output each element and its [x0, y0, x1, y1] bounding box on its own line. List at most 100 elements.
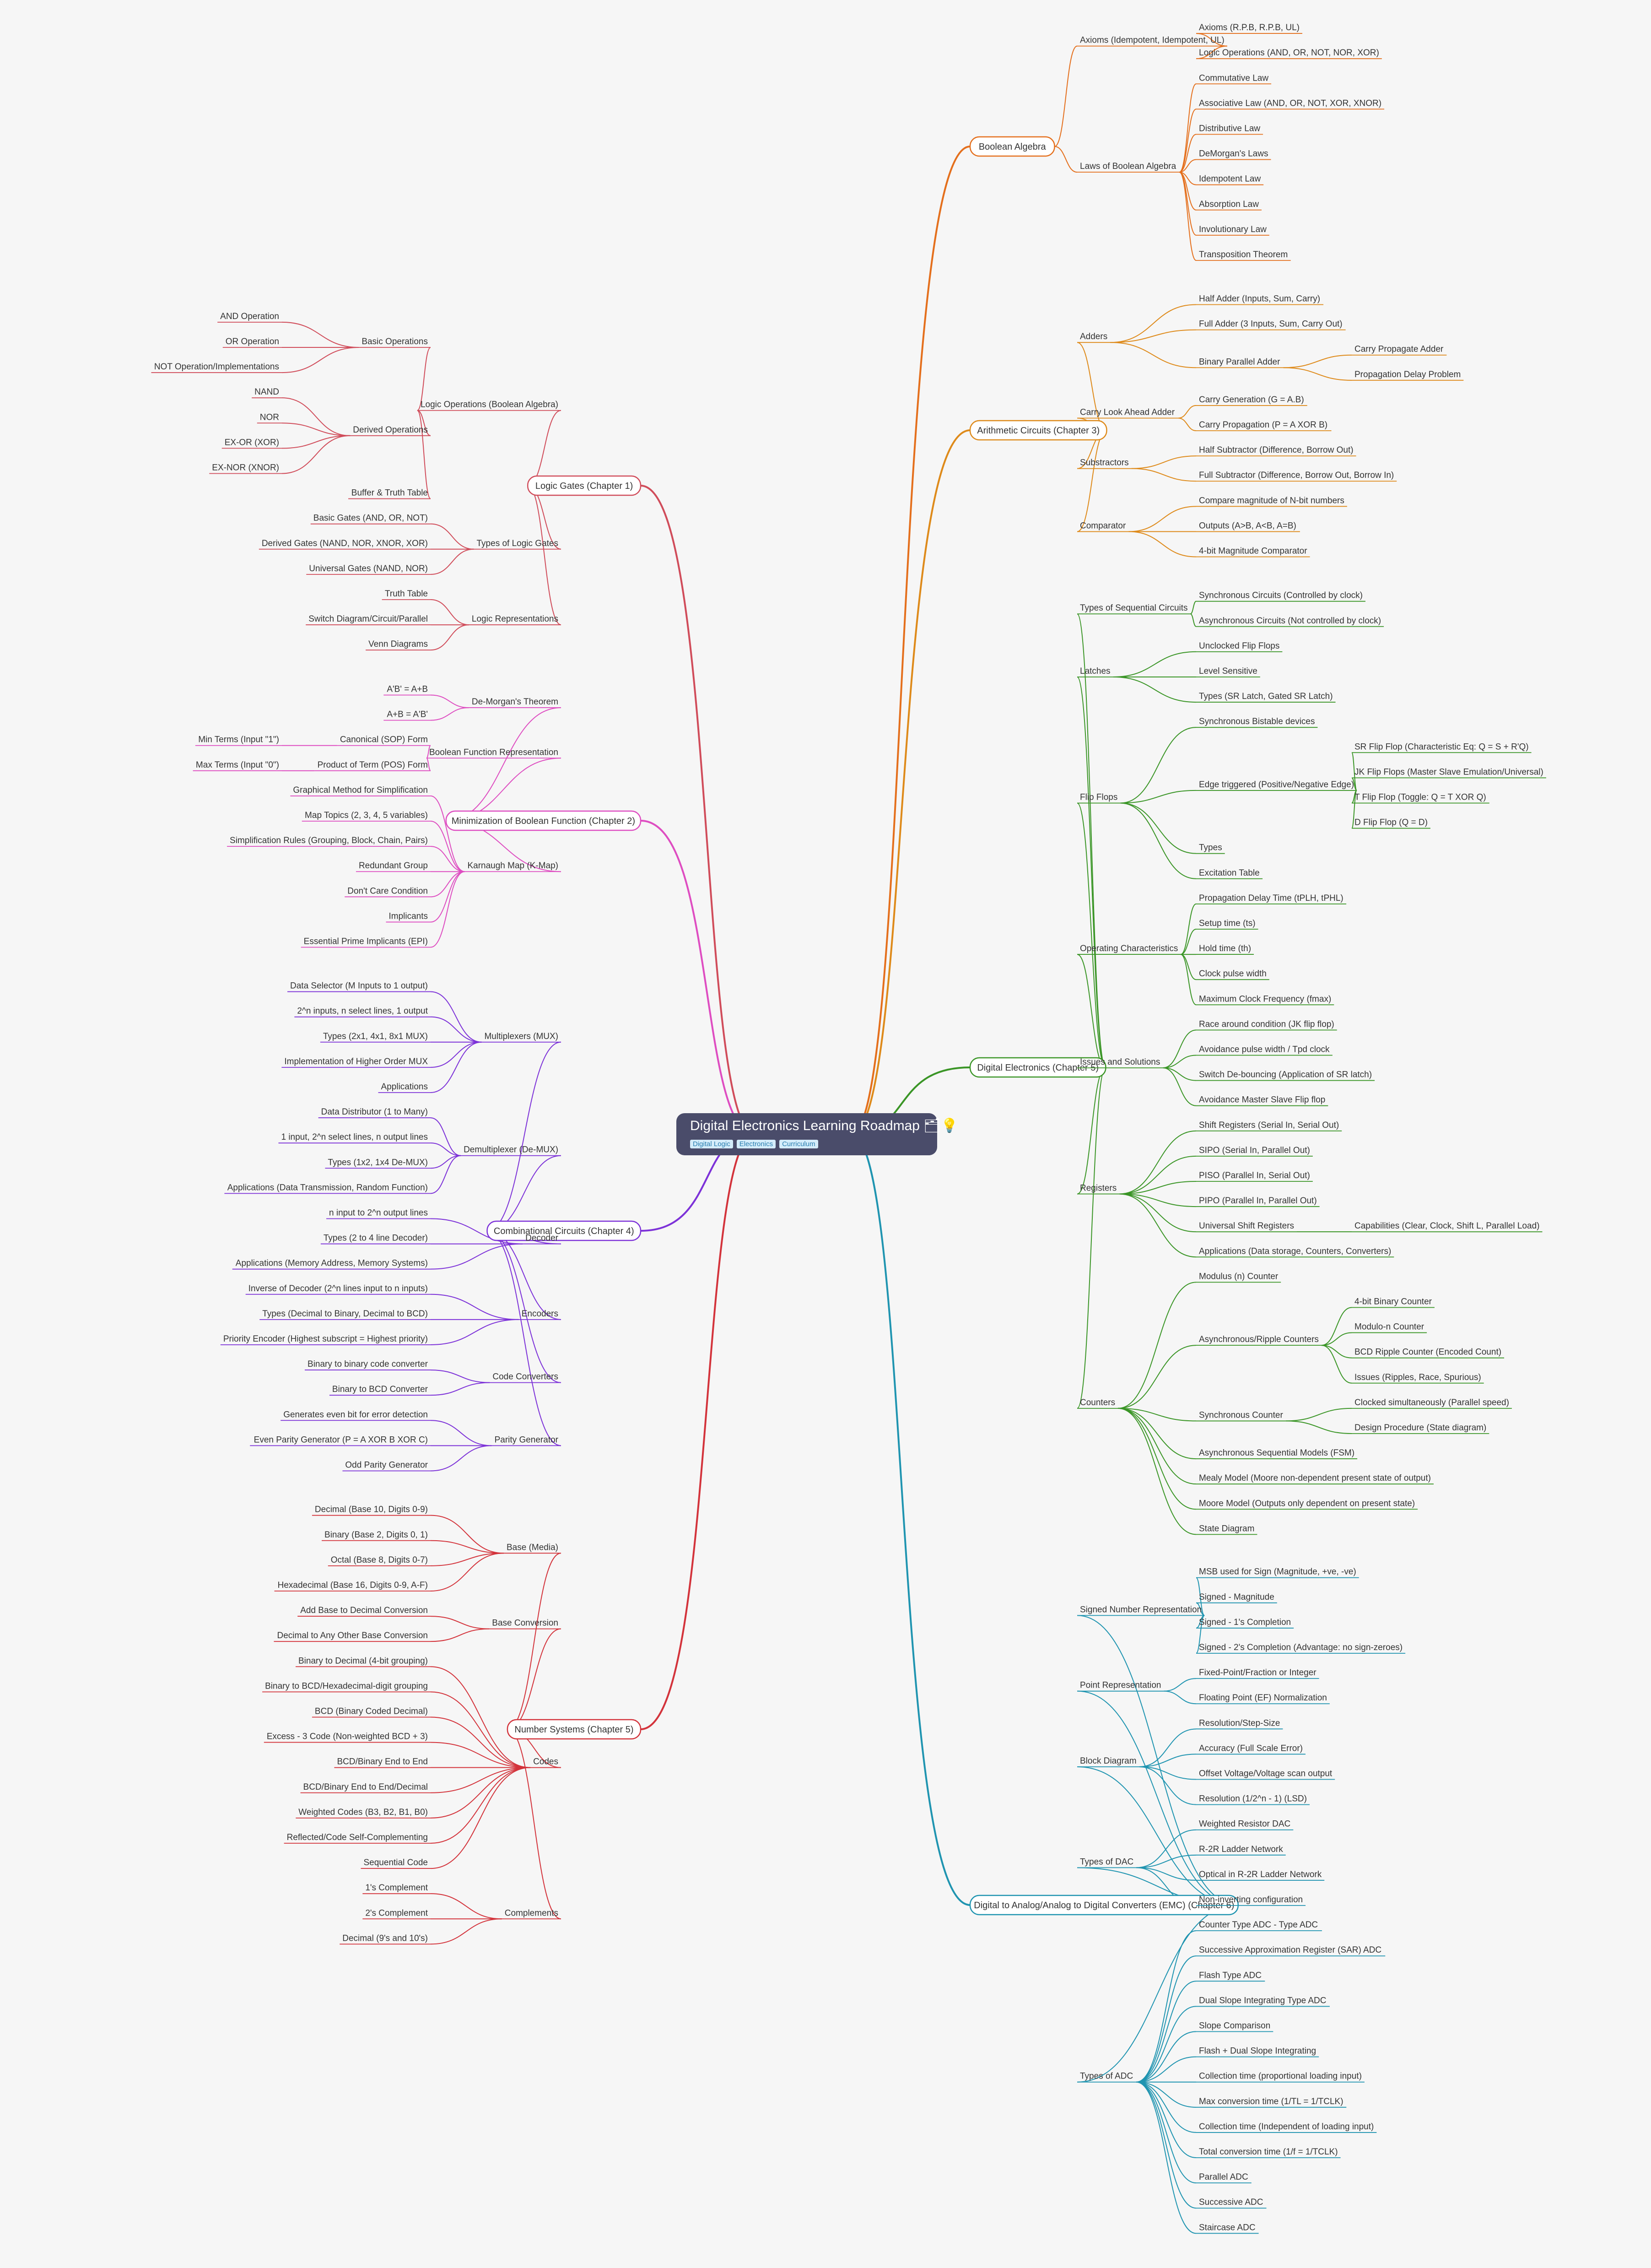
node-max-conversion-time-1-tl-1-tclk[interactable]: Max conversion time (1/TL = 1/TCLK)	[1199, 2097, 1343, 2106]
node-collection-time-independent-of-loading-i[interactable]: Collection time (Independent of loading …	[1199, 2122, 1374, 2132]
node-edge-triggered-positive-negative-edge[interactable]: Edge triggered (Positive/Negative Edge)	[1199, 780, 1354, 790]
node-axioms-r-p-b-r-p-b-ul[interactable]: Axioms (R.P.B, R.P.B, UL)	[1199, 23, 1300, 32]
node-carry-propagate-adder[interactable]: Carry Propagate Adder	[1354, 345, 1444, 354]
node-add-base-to-decimal-conversion[interactable]: Add Base to Decimal Conversion	[300, 1606, 428, 1615]
node-capabilities-clear-clock-shift-l-paralle[interactable]: Capabilities (Clear, Clock, Shift L, Par…	[1354, 1221, 1539, 1231]
node-pipo-parallel-in-parallel-out[interactable]: PIPO (Parallel In, Parallel Out)	[1199, 1196, 1317, 1206]
branch-box-logic-gates-chapter-1[interactable]	[527, 475, 642, 496]
node-outputs-a-b-a-b-a-b[interactable]: Outputs (A>B, A<B, A=B)	[1199, 521, 1296, 530]
node-parallel-adc[interactable]: Parallel ADC	[1199, 2172, 1248, 2182]
node-modulo-n-counter[interactable]: Modulo-n Counter	[1354, 1322, 1424, 1332]
node-applications-data-transmission-random-fu[interactable]: Applications (Data Transmission, Random …	[227, 1183, 428, 1192]
node-comparator[interactable]: Comparator	[1080, 521, 1126, 530]
node-types-of-adc[interactable]: Types of ADC	[1080, 2072, 1133, 2081]
node-synchronous-circuits-controlled-by-clock[interactable]: Synchronous Circuits (Controlled by cloc…	[1199, 591, 1363, 601]
node-collection-time-proportional-loading-inp[interactable]: Collection time (proportional loading in…	[1199, 2072, 1362, 2081]
node-asynchronous-circuits-not-controlled-by-[interactable]: Asynchronous Circuits (Not controlled by…	[1199, 616, 1381, 626]
node-associative-law-and-or-not-xor-xnor[interactable]: Associative Law (AND, OR, NOT, XOR, XNOR…	[1199, 98, 1381, 108]
node-excitation-table[interactable]: Excitation Table	[1199, 868, 1260, 878]
node-piso-parallel-in-serial-out[interactable]: PISO (Parallel In, Serial Out)	[1199, 1171, 1310, 1180]
node-decimal-9-s-and-10-s[interactable]: Decimal (9's and 10's)	[342, 1933, 428, 1943]
node-sr-flip-flop-characteristic-eq-q-s-r-q[interactable]: SR Flip Flop (Characteristic Eq: Q = S +…	[1354, 742, 1529, 752]
node-types-of-logic-gates[interactable]: Types of Logic Gates	[477, 539, 559, 548]
node-registers[interactable]: Registers	[1080, 1184, 1117, 1193]
node-flip-flops[interactable]: Flip Flops	[1080, 792, 1117, 802]
node-binary-base-2-digits-0-1[interactable]: Binary (Base 2, Digits 0, 1)	[324, 1530, 428, 1540]
node-types-of-dac[interactable]: Types of DAC	[1080, 1857, 1133, 1867]
node-demorgan-s-laws[interactable]: DeMorgan's Laws	[1199, 149, 1268, 159]
node-signed-number-representation[interactable]: Signed Number Representation	[1080, 1605, 1202, 1614]
node-venn-diagrams[interactable]: Venn Diagrams	[368, 639, 428, 649]
node-full-subtractor-difference-borrow-out-bo[interactable]: Full Subtractor (Difference, Borrow Out,…	[1199, 471, 1394, 480]
node-multiplexers-mux[interactable]: Multiplexers (MUX)	[484, 1032, 558, 1041]
node-odd-parity-generator[interactable]: Odd Parity Generator	[345, 1460, 428, 1470]
node-msb-used-for-sign-magnitude-ve-ve[interactable]: MSB used for Sign (Magnitude, +ve, -ve)	[1199, 1567, 1356, 1577]
branch-box-digital-electronics-chapter-5[interactable]	[969, 1057, 1106, 1078]
node-not-operation-implementations[interactable]: NOT Operation/Implementations	[154, 362, 279, 372]
node-involutionary-law[interactable]: Involutionary Law	[1199, 225, 1267, 234]
node-successive-approximation-register-sar-ad[interactable]: Successive Approximation Register (SAR) …	[1199, 1945, 1381, 1955]
node-or-operation[interactable]: OR Operation	[226, 337, 279, 346]
node-decimal-base-10-digits-0-9[interactable]: Decimal (Base 10, Digits 0-9)	[315, 1505, 428, 1515]
node-accuracy-full-scale-error[interactable]: Accuracy (Full Scale Error)	[1199, 1743, 1303, 1753]
node-don-t-care-condition[interactable]: Don't Care Condition	[347, 886, 428, 896]
node-redundant-group[interactable]: Redundant Group	[359, 861, 428, 871]
node-laws-of-boolean-algebra[interactable]: Laws of Boolean Algebra	[1080, 162, 1176, 171]
node-de-morgan-s-theorem[interactable]: De-Morgan's Theorem	[472, 697, 558, 707]
node-essential-prime-implicants-epi[interactable]: Essential Prime Implicants (EPI)	[304, 937, 428, 947]
node-substractors[interactable]: Substractors	[1080, 458, 1129, 468]
node-types-2x1-4x1-8x1-mux[interactable]: Types (2x1, 4x1, 8x1 MUX)	[323, 1032, 428, 1041]
node-boolean-function-representation[interactable]: Boolean Function Representation	[429, 747, 558, 757]
node-resolution-step-size[interactable]: Resolution/Step-Size	[1199, 1718, 1280, 1728]
node-floating-point-ef-normalization[interactable]: Floating Point (EF) Normalization	[1199, 1693, 1327, 1703]
node-synchronous-counter[interactable]: Synchronous Counter	[1199, 1410, 1283, 1420]
node-point-representation[interactable]: Point Representation	[1080, 1681, 1161, 1690]
node-latches[interactable]: Latches	[1080, 666, 1111, 676]
node-universal-shift-registers[interactable]: Universal Shift Registers	[1199, 1221, 1294, 1231]
node-code-converters[interactable]: Code Converters	[492, 1372, 558, 1382]
node-transposition-theorem[interactable]: Transposition Theorem	[1199, 250, 1288, 260]
node-map-topics-2-3-4-5-variables[interactable]: Map Topics (2, 3, 4, 5 variables)	[305, 811, 428, 820]
node-signed-magnitude[interactable]: Signed - Magnitude	[1199, 1592, 1274, 1602]
node-implicants[interactable]: Implicants	[388, 911, 428, 921]
node-generates-even-bit-for-error-detection[interactable]: Generates even bit for error detection	[283, 1410, 428, 1419]
node-weighted-codes-b3-b2-b1-b0[interactable]: Weighted Codes (B3, B2, B1, B0)	[298, 1808, 428, 1817]
node-n-input-to-2-n-output-lines[interactable]: n input to 2^n output lines	[329, 1208, 428, 1218]
node-flash-dual-slope-integrating[interactable]: Flash + Dual Slope Integrating	[1199, 2046, 1316, 2056]
node-bcd-binary-end-to-end[interactable]: BCD/Binary End to End	[337, 1757, 428, 1767]
node-moore-model-outputs-only-dependent-on-pr[interactable]: Moore Model (Outputs only dependent on p…	[1199, 1499, 1415, 1508]
node-clock-pulse-width[interactable]: Clock pulse width	[1199, 969, 1267, 979]
node-types-sr-latch-gated-sr-latch[interactable]: Types (SR Latch, Gated SR Latch)	[1199, 692, 1333, 701]
node-canonical-sop-form[interactable]: Canonical (SOP) Form	[340, 735, 428, 745]
node-2-n-inputs-n-select-lines-1-output[interactable]: 2^n inputs, n select lines, 1 output	[297, 1007, 428, 1016]
node-binary-parallel-adder[interactable]: Binary Parallel Adder	[1199, 357, 1280, 367]
node-switch-diagram-circuit-parallel[interactable]: Switch Diagram/Circuit/Parallel	[308, 614, 428, 624]
node-avoidance-pulse-width-tpd-clock[interactable]: Avoidance pulse width / Tpd clock	[1199, 1045, 1330, 1054]
node-distributive-law[interactable]: Distributive Law	[1199, 124, 1260, 133]
node-logic-representations[interactable]: Logic Representations	[472, 614, 558, 624]
node-parity-generator[interactable]: Parity Generator	[495, 1435, 559, 1445]
node-buffer-truth-table[interactable]: Buffer & Truth Table	[351, 488, 428, 498]
node-adders[interactable]: Adders	[1080, 332, 1107, 341]
branch-box-number-systems-chapter-5[interactable]	[507, 1719, 642, 1740]
node-2-s-complement[interactable]: 2's Complement	[365, 1908, 428, 1918]
node-and-operation[interactable]: AND Operation	[220, 312, 279, 321]
node-bcd-binary-coded-decimal[interactable]: BCD (Binary Coded Decimal)	[315, 1706, 428, 1716]
node-modulus-n-counter[interactable]: Modulus (n) Counter	[1199, 1272, 1279, 1281]
node-avoidance-master-slave-flip-flop[interactable]: Avoidance Master Slave Flip flop	[1199, 1095, 1325, 1105]
node-unclocked-flip-flops[interactable]: Unclocked Flip Flops	[1199, 641, 1279, 651]
node-counters[interactable]: Counters	[1080, 1398, 1115, 1407]
branch-box-boolean-algebra[interactable]	[969, 136, 1055, 157]
node-bcd-ripple-counter-encoded-count[interactable]: BCD Ripple Counter (Encoded Count)	[1354, 1348, 1501, 1357]
node-simplification-rules-grouping-block-chai[interactable]: Simplification Rules (Grouping, Block, C…	[230, 836, 428, 845]
node-basic-operations[interactable]: Basic Operations	[361, 337, 428, 346]
node-slope-comparison[interactable]: Slope Comparison	[1199, 2021, 1270, 2031]
node-flash-type-adc[interactable]: Flash Type ADC	[1199, 1970, 1262, 1980]
node-full-adder-3-inputs-sum-carry-out[interactable]: Full Adder (3 Inputs, Sum, Carry Out)	[1199, 319, 1343, 329]
node-nand[interactable]: NAND	[254, 387, 279, 397]
node-binary-to-bcd-hexadecimal-digit-grouping[interactable]: Binary to BCD/Hexadecimal-digit grouping	[265, 1681, 428, 1691]
node-jk-flip-flops-master-slave-emulation-uni[interactable]: JK Flip Flops (Master Slave Emulation/Un…	[1354, 767, 1543, 777]
node-carry-propagation-p-a-xor-b[interactable]: Carry Propagation (P = A XOR B)	[1199, 420, 1327, 430]
node-commutative-law[interactable]: Commutative Law	[1199, 73, 1268, 83]
node-binary-to-binary-code-converter[interactable]: Binary to binary code converter	[308, 1359, 428, 1369]
